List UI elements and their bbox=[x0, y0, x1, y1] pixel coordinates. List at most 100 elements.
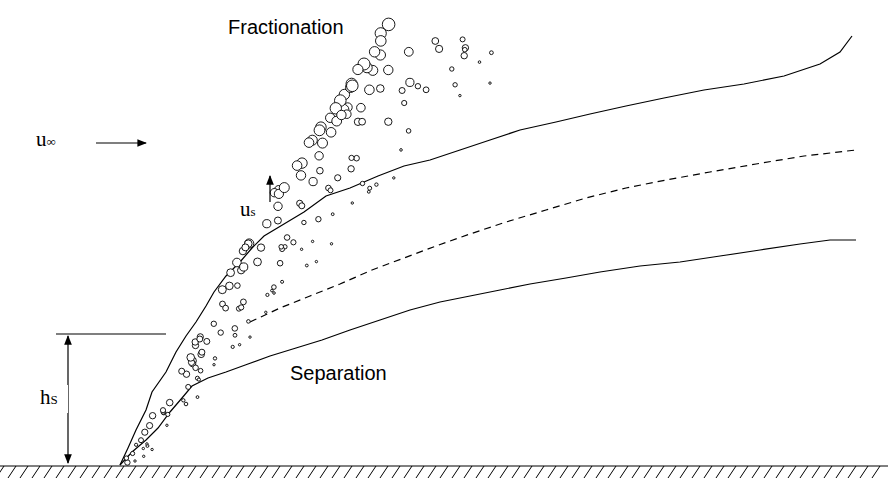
ground-hatch bbox=[860, 466, 868, 478]
particle bbox=[317, 167, 324, 174]
region-label: Separation bbox=[290, 362, 387, 384]
particle bbox=[423, 87, 429, 93]
ground-hatch bbox=[596, 466, 604, 478]
particle bbox=[272, 285, 277, 290]
ground-hatch bbox=[8, 466, 16, 478]
ground-hatch bbox=[56, 466, 64, 478]
particle bbox=[257, 244, 264, 251]
particle bbox=[365, 85, 375, 95]
ground-hatch bbox=[392, 466, 400, 478]
ground-hatch bbox=[140, 466, 148, 478]
particle bbox=[135, 443, 138, 446]
ground-hatch bbox=[260, 466, 268, 478]
particle bbox=[347, 80, 359, 92]
ground-hatch bbox=[44, 466, 52, 478]
ground-hatch bbox=[740, 466, 748, 478]
particle bbox=[197, 378, 200, 381]
particle bbox=[242, 244, 249, 251]
ground-hatch bbox=[428, 466, 436, 478]
particle bbox=[330, 243, 332, 245]
particle bbox=[187, 354, 195, 362]
particle bbox=[232, 326, 238, 332]
ground-hatch bbox=[800, 466, 808, 478]
ground-hatch bbox=[644, 466, 652, 478]
particle bbox=[179, 368, 185, 374]
ground-hatch bbox=[116, 466, 124, 478]
particle bbox=[241, 299, 247, 305]
particle bbox=[367, 190, 370, 193]
ground-hatch bbox=[404, 466, 412, 478]
ground-hatch bbox=[248, 466, 256, 478]
particle bbox=[233, 333, 237, 337]
particle bbox=[305, 264, 308, 267]
ground-hatch bbox=[500, 466, 508, 478]
particle bbox=[160, 408, 165, 413]
particle bbox=[227, 269, 235, 277]
particle bbox=[463, 47, 468, 52]
ground-hatch bbox=[656, 466, 664, 478]
ground-hatch bbox=[308, 466, 316, 478]
ground-hatch bbox=[488, 466, 496, 478]
particle bbox=[166, 399, 173, 406]
ground-hatch bbox=[608, 466, 616, 478]
ground-hatch bbox=[452, 466, 460, 478]
particle bbox=[490, 51, 494, 55]
particle bbox=[142, 429, 148, 435]
particle bbox=[223, 305, 229, 311]
particle bbox=[315, 152, 323, 160]
ground-hatch bbox=[20, 466, 28, 478]
particle bbox=[197, 336, 203, 342]
particle bbox=[265, 311, 267, 313]
ground-hatch bbox=[188, 466, 196, 478]
crossflow-arrow bbox=[96, 142, 146, 143]
particle bbox=[263, 220, 271, 228]
ground-hatch bbox=[356, 466, 364, 478]
particle bbox=[254, 258, 262, 266]
particle bbox=[314, 125, 325, 136]
ground-hatch bbox=[692, 466, 700, 478]
particle bbox=[151, 448, 153, 450]
particle bbox=[296, 171, 305, 180]
ground-hatch bbox=[368, 466, 376, 478]
particle bbox=[166, 412, 170, 416]
particle bbox=[331, 213, 334, 216]
ground-hatch bbox=[224, 466, 232, 478]
particle bbox=[406, 78, 414, 86]
ground-hatch bbox=[92, 466, 100, 478]
particle bbox=[359, 118, 366, 125]
label-ground-patch bbox=[38, 385, 68, 413]
particle bbox=[415, 84, 420, 89]
ground-hatch bbox=[236, 466, 244, 478]
ground-hatch bbox=[128, 466, 136, 478]
particle bbox=[125, 460, 130, 465]
particle bbox=[240, 263, 248, 271]
ground-hatch bbox=[344, 466, 352, 478]
ground-hatch bbox=[152, 466, 160, 478]
particle bbox=[186, 384, 191, 389]
particle bbox=[385, 118, 392, 125]
ground-hatch bbox=[536, 466, 544, 478]
particle bbox=[291, 240, 296, 245]
particle bbox=[166, 424, 168, 426]
particle bbox=[196, 396, 199, 399]
particle bbox=[235, 283, 241, 289]
ground-hatch bbox=[872, 466, 880, 478]
particle bbox=[360, 181, 364, 185]
ground-hatch bbox=[680, 466, 688, 478]
particle bbox=[193, 365, 199, 371]
particle bbox=[376, 36, 387, 47]
particle bbox=[204, 338, 210, 344]
particle bbox=[489, 82, 491, 84]
ground-hatch bbox=[524, 466, 532, 478]
particle bbox=[279, 245, 284, 250]
particle bbox=[238, 344, 240, 346]
ground-hatch bbox=[176, 466, 184, 478]
ground-hatch bbox=[416, 466, 424, 478]
particle bbox=[213, 357, 216, 360]
particle bbox=[304, 138, 314, 148]
particle bbox=[309, 178, 317, 186]
velocity-symbol: u∞ bbox=[36, 128, 56, 151]
particle bbox=[134, 460, 136, 462]
particle bbox=[351, 202, 353, 204]
particle bbox=[393, 177, 395, 179]
